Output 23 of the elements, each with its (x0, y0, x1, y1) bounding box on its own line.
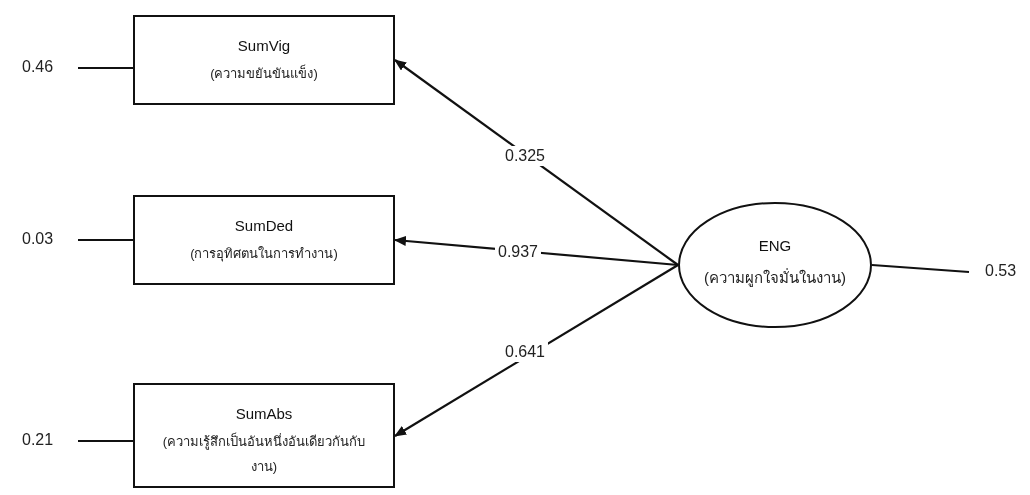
connector-line (78, 238, 133, 242)
path-coefficient: 0.325 (502, 146, 548, 166)
connector-line (78, 439, 133, 443)
variable-description: (การอุทิศตนในการทำงาน) (189, 245, 339, 264)
observed-variable-box (133, 15, 395, 105)
path-arrow (394, 59, 679, 266)
connector-line (871, 263, 970, 274)
path-arrow (394, 264, 679, 437)
variable-description: (ความเรู้สึกเป็นอันหนึ่งอันเดียวกันกับงาน) (161, 431, 367, 476)
variable-name: SumVig (237, 37, 291, 54)
error-variance-value: 0.03 (22, 230, 54, 248)
variable-description: (ความผูกใจมั่นในงาน) (703, 267, 847, 289)
variable-name: ENG (758, 237, 792, 255)
observed-variable-box (133, 195, 395, 285)
error-variance-value: 0.46 (22, 58, 54, 76)
connector-line (78, 66, 133, 70)
path-coefficient: 0.641 (502, 342, 548, 362)
observed-variable-box (133, 383, 395, 488)
variable-name: SumDed (234, 217, 294, 234)
error-variance-value: 0.53 (985, 262, 1017, 280)
variable-description: (ความขยันขันแข็ง) (209, 63, 319, 83)
error-variance-value: 0.21 (22, 431, 54, 449)
variable-name: SumAbs (235, 405, 293, 422)
